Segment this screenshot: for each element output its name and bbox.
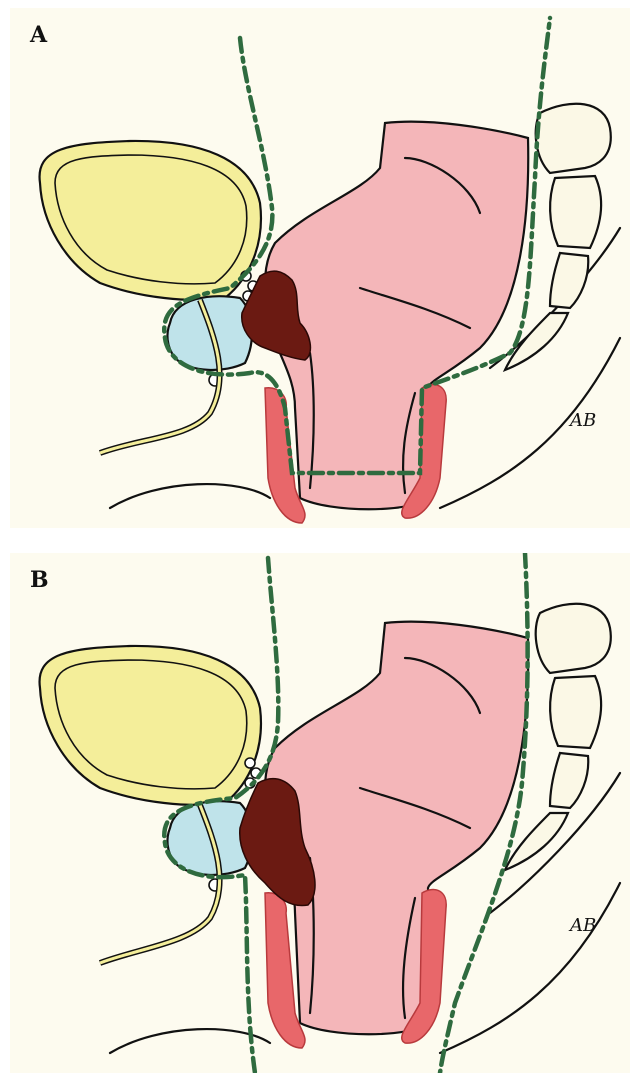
artist-signature: AB [568, 410, 596, 431]
diagram-panel-b: B [10, 553, 630, 1073]
bladder [40, 141, 261, 300]
rectum [265, 622, 528, 1035]
diagram-panel-a: A [10, 8, 630, 528]
rectum [265, 122, 528, 510]
pelvis-diagram-b: AB [10, 553, 630, 1073]
pelvis-diagram-a: AB [10, 8, 630, 528]
artist-signature: AB [568, 915, 596, 936]
bladder [40, 646, 261, 805]
